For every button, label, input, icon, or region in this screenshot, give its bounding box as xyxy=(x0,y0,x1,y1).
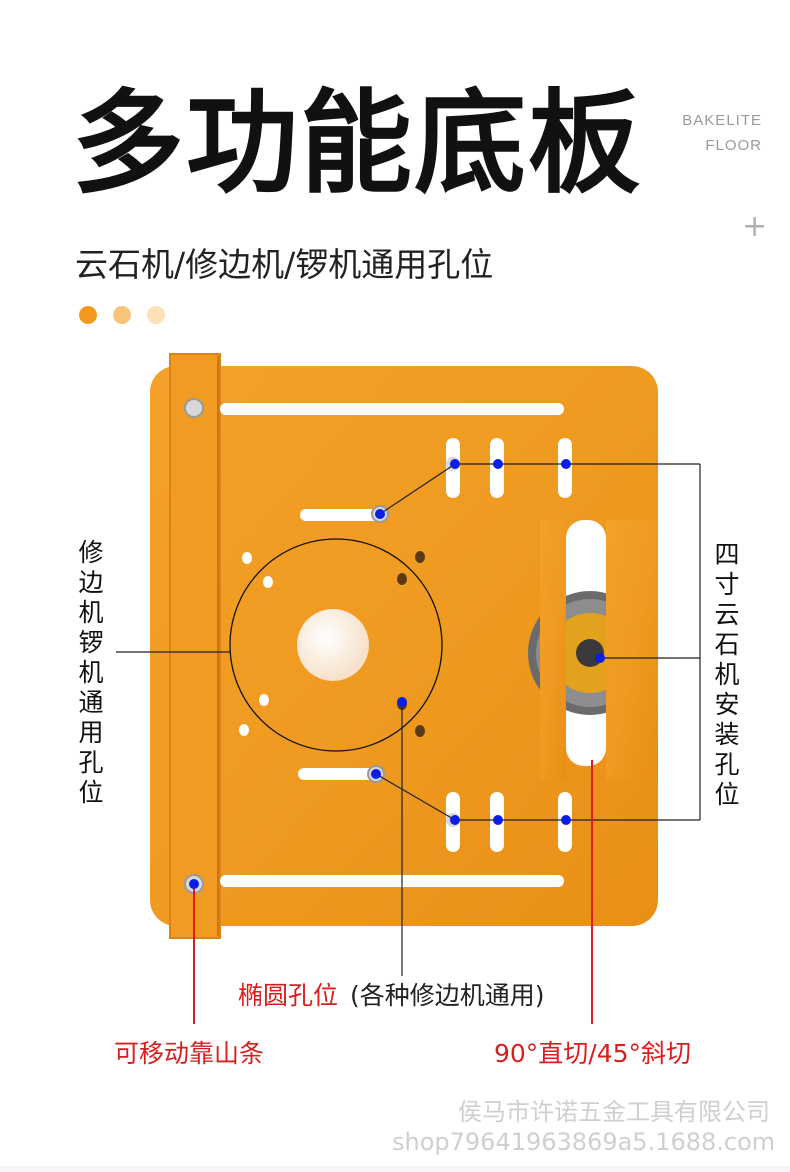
right-label-char: 机 xyxy=(714,660,740,689)
router-pattern-circle xyxy=(229,538,443,752)
decor-dot-3 xyxy=(147,306,165,324)
page-subtitle: 云石机/修边机/锣机通用孔位 xyxy=(75,245,494,284)
base-plate xyxy=(150,366,658,926)
red-annotation-lines xyxy=(193,760,593,1024)
movable-rail-label: 可移动靠山条 xyxy=(114,1039,265,1068)
ellipse-hole-label: 椭圆孔位 xyxy=(238,981,339,1010)
company-watermark: 侯马市许诺五金工具有限公司 xyxy=(458,1098,770,1126)
right-label-char: 云 xyxy=(714,600,740,629)
right-label-char: 寸 xyxy=(714,570,740,599)
right-label-char: 孔 xyxy=(714,750,740,779)
shop-watermark: shop79641963869a5.1688.com xyxy=(392,1128,776,1156)
right-label-group: 四 寸 云 石 机 安 装 孔 位 xyxy=(712,540,742,810)
left-label-char: 修 xyxy=(78,538,104,567)
left-label-char: 机 xyxy=(78,598,104,627)
badge-line-2: FLOOR xyxy=(705,137,762,154)
slot-mid-upper xyxy=(300,509,382,521)
cut-angle-label: 90°直切/45°斜切 xyxy=(494,1039,692,1068)
center-hole xyxy=(297,609,369,681)
plus-icon: + xyxy=(742,209,768,244)
right-label-char: 装 xyxy=(714,720,740,749)
ellipse-hole-note: (各种修边机通用) xyxy=(350,981,545,1010)
left-label-char: 边 xyxy=(78,568,104,597)
right-label-char: 位 xyxy=(714,780,740,809)
left-label-char: 位 xyxy=(78,778,104,807)
bottom-strip xyxy=(0,1166,790,1172)
left-label-char: 锣 xyxy=(78,628,104,657)
slot-bottom xyxy=(220,875,564,887)
left-label-char: 机 xyxy=(78,658,104,687)
marker-dots xyxy=(189,459,605,889)
product-badge: BAKELITE FLOOR xyxy=(682,108,762,158)
slot-mid-lower xyxy=(298,768,380,780)
decor-dot-2 xyxy=(113,306,131,324)
right-label-char: 四 xyxy=(714,540,740,569)
decor-dot-1 xyxy=(79,306,97,324)
left-label-char: 用 xyxy=(78,718,104,747)
right-label-char: 石 xyxy=(714,630,740,659)
right-label-char: 安 xyxy=(714,690,740,719)
left-label-char: 孔 xyxy=(78,748,104,777)
badge-line-1: BAKELITE xyxy=(682,112,762,129)
slot-top xyxy=(220,403,564,415)
fence-rail xyxy=(169,353,221,939)
page-title: 多功能底板 xyxy=(72,79,642,209)
left-label-char: 通 xyxy=(78,688,104,717)
left-label-group: 修 边 机 锣 机 通 用 孔 位 xyxy=(76,538,106,808)
